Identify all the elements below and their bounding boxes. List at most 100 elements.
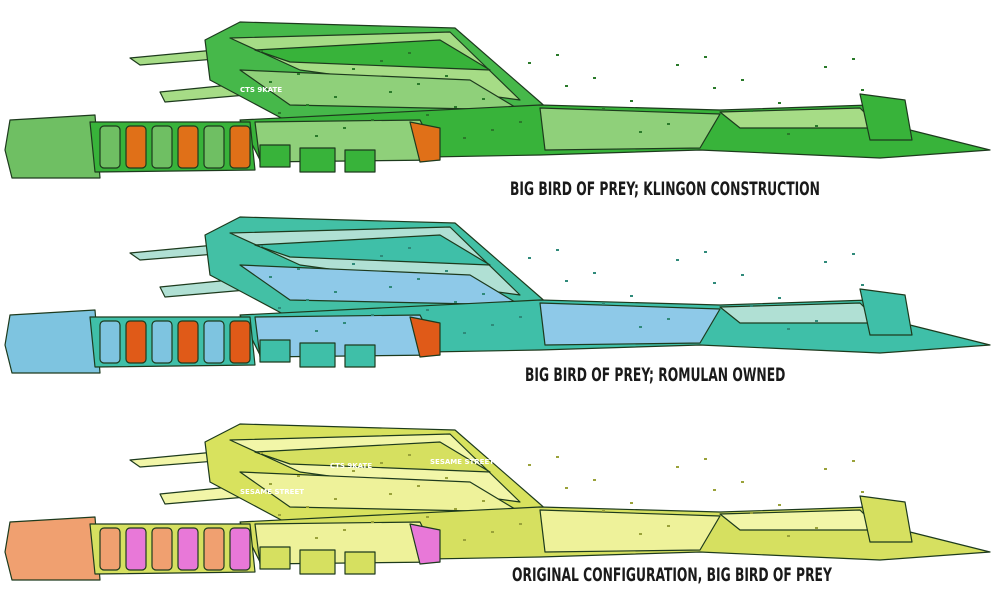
hull-detail — [426, 309, 429, 311]
hull-detail — [426, 114, 429, 116]
hull-detail — [445, 270, 448, 272]
hull-segment — [259, 144, 291, 168]
hull-detail — [278, 514, 281, 516]
hull-detail — [389, 286, 392, 288]
caption-original: ORIGINAL CONFIGURATION, BIG BIRD OF PREY — [512, 564, 832, 586]
hull-detail — [352, 470, 355, 472]
ship-klingon: CTS 9KATE — [0, 10, 1001, 210]
hull-detail — [343, 127, 346, 129]
hull-detail — [519, 121, 522, 123]
hull-detail — [565, 487, 568, 489]
ship-klingon-illustration: CTS 9KATE — [4, 21, 991, 179]
hull-segment — [299, 549, 336, 575]
wing-strip — [254, 441, 491, 473]
hull-detail — [630, 502, 633, 504]
hull-detail — [630, 100, 633, 102]
hull-segment — [229, 320, 251, 364]
hull-marking: SESAME STREET — [240, 488, 304, 496]
hull-detail — [334, 291, 337, 293]
hull-detail — [787, 133, 790, 135]
hull-detail — [417, 485, 420, 487]
hull-detail — [593, 272, 596, 274]
hull-detail — [750, 305, 753, 307]
hull-detail — [491, 129, 494, 131]
hull-detail — [861, 284, 864, 286]
hull-detail — [824, 261, 827, 263]
hull-segment — [177, 527, 199, 571]
hull-detail — [556, 456, 559, 458]
hull-detail — [269, 483, 272, 485]
hull-detail — [519, 316, 522, 318]
hull-detail — [417, 83, 420, 85]
hull-detail — [389, 91, 392, 93]
hull-detail — [528, 257, 531, 259]
hull-segment — [299, 147, 336, 173]
hull-detail — [713, 282, 716, 284]
hull-segment — [344, 149, 376, 173]
hull-segment — [177, 125, 199, 169]
hull-panel — [539, 509, 721, 553]
hull-detail — [593, 77, 596, 79]
hull-detail — [667, 318, 670, 320]
hull-detail — [676, 259, 679, 261]
hull-detail — [260, 50, 263, 52]
hull-segment — [99, 527, 121, 571]
hull-detail — [852, 58, 855, 60]
hull-detail — [602, 510, 605, 512]
hull-segment — [125, 320, 147, 364]
caption-romulan: BIG BIRD OF PREY; ROMULAN OWNED — [525, 364, 786, 386]
hull-detail — [741, 79, 744, 81]
hull-detail — [297, 475, 300, 477]
hull-detail — [334, 498, 337, 500]
hull-detail — [630, 295, 633, 297]
hull-detail — [315, 330, 318, 332]
hull-detail — [463, 137, 466, 139]
hull-detail — [556, 54, 559, 56]
hull-segment — [151, 320, 173, 364]
hull-detail — [260, 245, 263, 247]
wing-strip — [254, 39, 491, 71]
hull-detail — [445, 75, 448, 77]
hull-detail — [491, 531, 494, 533]
hull-detail — [556, 249, 559, 251]
caption-klingon: BIG BIRD OF PREY; KLINGON CONSTRUCTION — [510, 178, 820, 200]
forward-wing — [719, 509, 881, 531]
hull-detail — [278, 307, 281, 309]
hull-detail — [704, 458, 707, 460]
hull-detail — [824, 66, 827, 68]
hull-detail — [371, 521, 374, 523]
hull-panel — [539, 107, 721, 151]
hull-detail — [704, 56, 707, 58]
hull-detail — [352, 263, 355, 265]
hull-detail — [408, 454, 411, 456]
hull-detail — [408, 247, 411, 249]
hull-detail — [278, 112, 281, 114]
hull-detail — [297, 73, 300, 75]
hull-segment — [99, 320, 121, 364]
hull-detail — [778, 297, 781, 299]
hull-segment — [151, 125, 173, 169]
hull-detail — [565, 280, 568, 282]
hull-detail — [815, 527, 818, 529]
hull-detail — [750, 512, 753, 514]
hull-detail — [778, 504, 781, 506]
hull-detail — [445, 477, 448, 479]
hull-detail — [454, 508, 457, 510]
hull-segment — [344, 551, 376, 575]
hull-detail — [787, 535, 790, 537]
engine-block — [4, 516, 101, 581]
hull-detail — [741, 274, 744, 276]
hull-detail — [741, 481, 744, 483]
hull-detail — [315, 135, 318, 137]
hull-segment — [344, 344, 376, 368]
hull-detail — [750, 110, 753, 112]
hull-panel — [539, 302, 721, 346]
hull-detail — [417, 278, 420, 280]
engine-block — [4, 309, 101, 374]
hull-detail — [482, 293, 485, 295]
hull-detail — [667, 525, 670, 527]
hull-segment — [259, 339, 291, 363]
hull-detail — [852, 460, 855, 462]
forward-wing — [719, 107, 881, 129]
